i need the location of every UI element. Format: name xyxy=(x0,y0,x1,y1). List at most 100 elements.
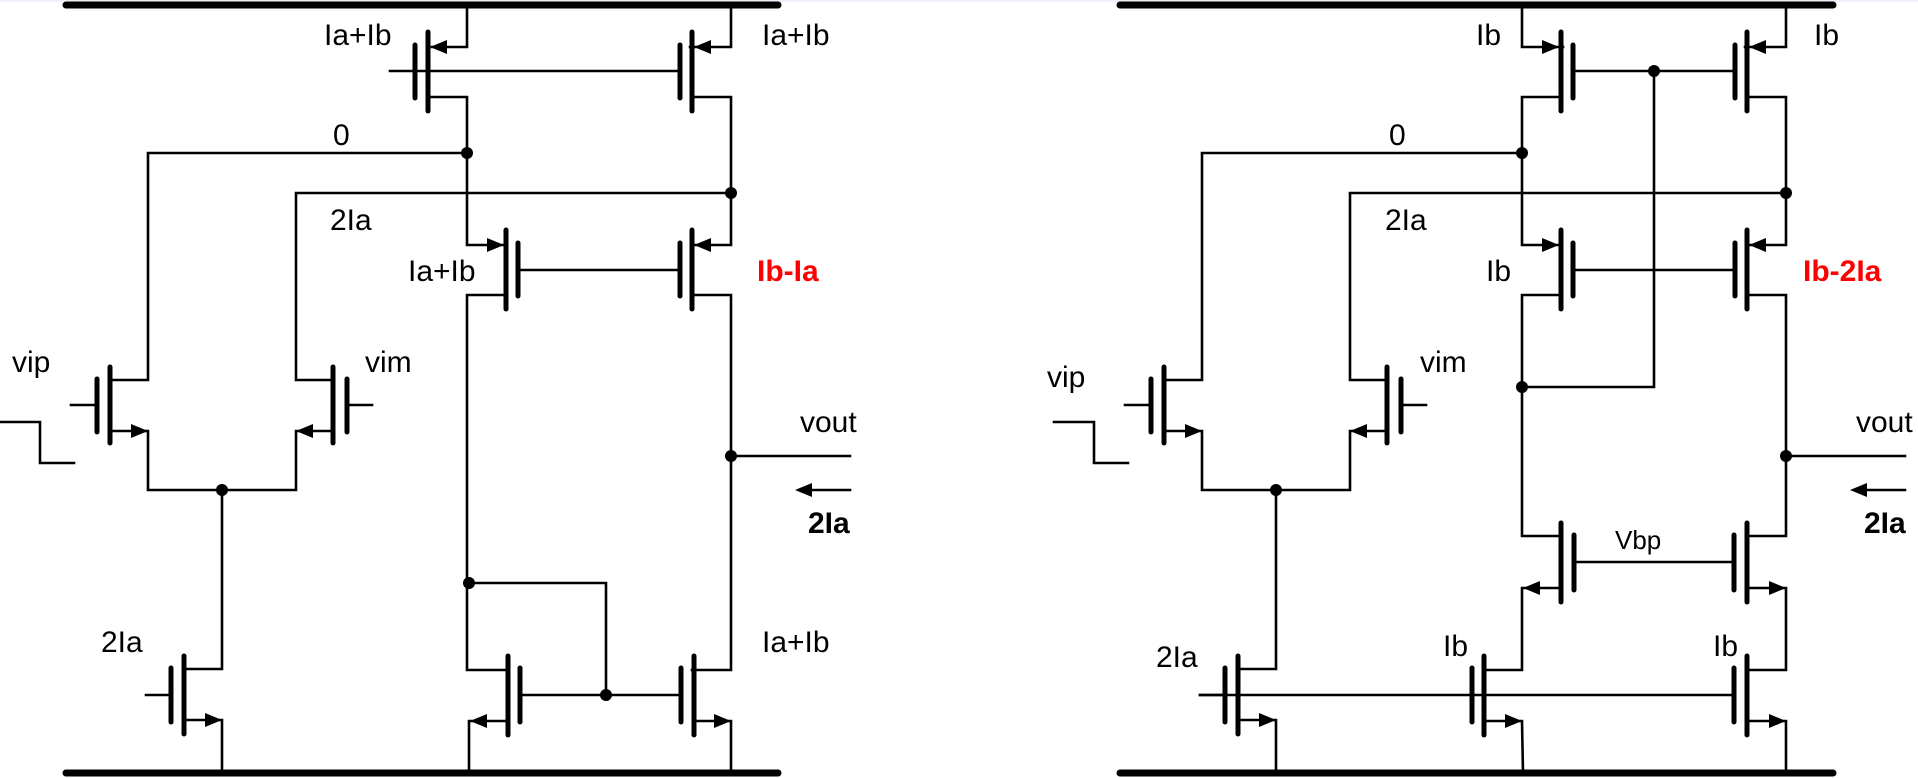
label-left-top-right-pmos-current: Ia+Ib xyxy=(762,19,830,52)
nmos-vim-arrow-icon xyxy=(296,424,313,438)
pmos-top-right-drain-wire xyxy=(1745,95,1788,195)
label-right-vbp: Vbp xyxy=(1615,525,1661,555)
label-left-vout: vout xyxy=(800,406,857,439)
right-branch-wire xyxy=(690,293,733,672)
pmos-top-left-drain-wire xyxy=(1520,95,1563,155)
vim-drain-wire xyxy=(1348,191,1788,382)
tail-source-wire xyxy=(1236,718,1278,775)
pmos-cascode-right xyxy=(677,227,695,312)
label-right-vout: vout xyxy=(1856,406,1913,439)
pmos-cascode-left-arrow-icon xyxy=(1542,238,1559,252)
label-left-vim: vim xyxy=(365,346,412,379)
tail-drain-wire xyxy=(182,488,224,671)
pmos-top-right-arrow-icon xyxy=(1749,40,1766,54)
nmos-cascode-left-source-wire xyxy=(1482,586,1563,672)
left-branch-wire xyxy=(465,293,508,672)
label-right-cascode-left-current: Ib xyxy=(1486,255,1511,288)
pmos-cascode-left-source-wire xyxy=(1520,151,1561,247)
label-right-vim: vim xyxy=(1420,346,1467,379)
label-right-node-2ia: 2Ia xyxy=(1385,204,1427,237)
label-left-tail-current: 2Ia xyxy=(101,626,143,659)
nmos-bottom-right xyxy=(1731,653,1750,738)
pmos-cascode-left-source-wire xyxy=(465,151,506,247)
label-left-cascode-left-current: Ia+Ib xyxy=(408,255,476,288)
nmos-tail-arrow-icon xyxy=(1259,713,1276,727)
tail-source-wire xyxy=(182,718,224,775)
nmos-mirror-left-source-wire xyxy=(467,719,510,775)
label-right-bottom-right-current: Ib xyxy=(1713,630,1738,663)
label-left-node-2ia: 2Ia xyxy=(330,204,372,237)
mirror-node-dot xyxy=(463,577,475,589)
pmos-cascode-left xyxy=(1558,227,1576,312)
nmos-mirror-right xyxy=(678,653,697,738)
nmos-tail-arrow-icon xyxy=(205,713,222,727)
pmos-cascode-right-arrow-icon xyxy=(1749,238,1766,252)
nmos-bottom-left-arrow-icon xyxy=(1505,714,1522,728)
nmos-cascode-right-arrow-icon xyxy=(1769,581,1786,595)
nmos-bottom-right-source-wire xyxy=(1745,719,1788,775)
pmos-cascode-right-source-wire xyxy=(1747,191,1788,247)
top-edge-strip xyxy=(0,0,1918,2)
nmos-tail xyxy=(168,653,187,737)
vip-drain-wire xyxy=(1162,151,1524,382)
pmos-top-left xyxy=(1558,29,1576,114)
right-circuit-labels: Ib Ib 0 2Ia Ib Ib-2Ia vip vim vout 2Ia V… xyxy=(1047,19,1913,674)
mirror-gate-dot xyxy=(600,689,612,701)
label-left-cascode-right-current: Ib-Ia xyxy=(757,255,819,288)
nmos-cascode-right xyxy=(1731,520,1750,605)
nmos-vim-arrow-icon xyxy=(1350,424,1367,438)
pmos-top-left-source-wire xyxy=(430,3,469,49)
nmos-bottom-left-source-wire xyxy=(1482,719,1525,775)
nmos-mirror-left xyxy=(505,653,523,738)
label-left-output-current: 2Ia xyxy=(808,507,850,540)
pmos-cascode-left xyxy=(503,227,521,312)
nmos-mirror-right-arrow-icon xyxy=(714,714,731,728)
vip-step-waveform xyxy=(0,420,76,465)
label-right-output-current: 2Ia xyxy=(1864,507,1906,540)
left-circuit-labels: Ia+Ib Ia+Ib 0 2Ia Ia+Ib Ib-Ia vip vim vo… xyxy=(12,19,857,659)
pmos-top-right-drain-wire xyxy=(690,95,733,195)
label-left-mirror-right-current: Ia+Ib xyxy=(762,626,830,659)
label-right-bottom-left-current: Ib xyxy=(1443,630,1468,663)
pmos-top-right xyxy=(677,29,695,114)
right-circuit xyxy=(1052,1,1907,777)
pmos-top-left-arrow-icon xyxy=(1542,40,1559,54)
mirror-diode-wire xyxy=(467,581,608,697)
pmos-cascode-left-arrow-icon xyxy=(487,238,504,252)
pmos-cascode-right-arrow-icon xyxy=(694,238,711,252)
label-left-node-zero: 0 xyxy=(333,119,350,152)
label-right-node-zero: 0 xyxy=(1389,119,1406,152)
nmos-vip-arrow-icon xyxy=(131,424,148,438)
nmos-vim xyxy=(1384,364,1404,446)
nmos-vim xyxy=(330,364,350,446)
left-branch-wire xyxy=(1520,293,1563,538)
nmos-mirror-right-source-wire xyxy=(692,719,733,775)
nmos-vip-arrow-icon xyxy=(1185,424,1202,438)
bias-feedback-wire xyxy=(1520,69,1656,389)
diff-pair-source-wire xyxy=(1162,429,1389,492)
label-right-cascode-right-current: Ib-2Ia xyxy=(1803,255,1882,288)
vip-drain-wire xyxy=(108,151,469,382)
nmos-cascode-right-source-wire xyxy=(1745,586,1788,672)
nmos-bottom-right-arrow-icon xyxy=(1769,714,1786,728)
label-right-vip: vip xyxy=(1047,361,1085,394)
output-current-arrow-icon xyxy=(795,483,812,497)
pmos-top-left-drain-wire xyxy=(426,95,469,155)
label-right-top-left-pmos-current: Ib xyxy=(1476,19,1501,52)
pmos-top-right-arrow-icon xyxy=(694,40,711,54)
left-circuit xyxy=(0,1,852,777)
nmos-vip xyxy=(1148,364,1167,446)
nmos-mirror-left-arrow-icon xyxy=(470,714,487,728)
nmos-cascode-left xyxy=(1558,520,1577,605)
right-branch-wire xyxy=(1745,293,1788,538)
label-right-tail-current: 2Ia xyxy=(1156,641,1198,674)
pmos-top-right xyxy=(1732,29,1750,114)
pmos-cascode-right-source-wire xyxy=(692,191,733,247)
output-current-arrow-icon xyxy=(1850,483,1867,497)
label-left-top-left-pmos-current: Ia+Ib xyxy=(324,19,392,52)
label-left-vip: vip xyxy=(12,346,50,379)
label-right-top-right-pmos-current: Ib xyxy=(1814,19,1839,52)
pmos-cascode-right xyxy=(1732,227,1750,312)
tail-drain-wire xyxy=(1236,488,1278,671)
